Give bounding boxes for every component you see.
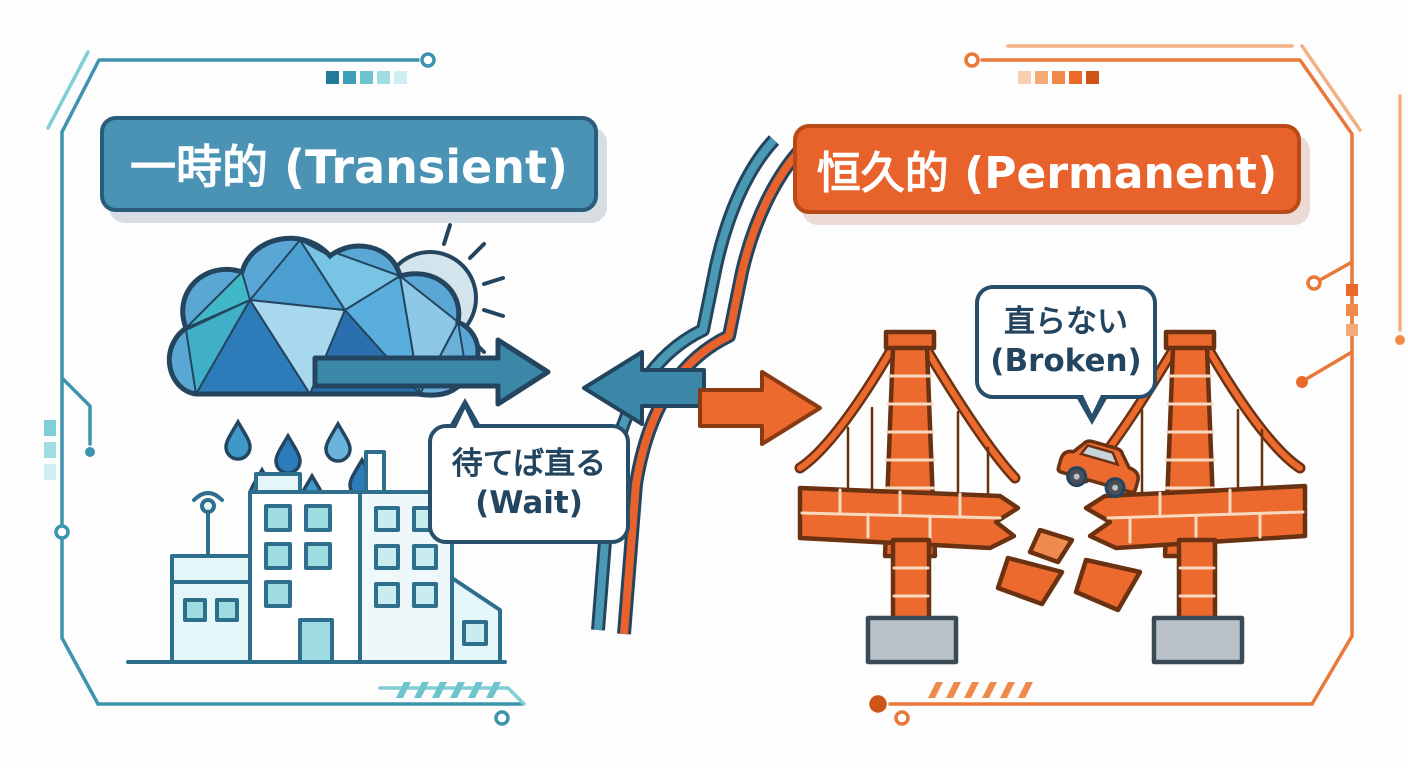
permanent-title-badge: 恒久的 (Permanent) <box>793 124 1301 214</box>
wait-speech-bubble: 待てば直る (Wait) <box>428 398 630 544</box>
broken-bridge-icon <box>794 329 1308 665</box>
circuit-frame-right <box>869 44 1405 726</box>
permanent-title-label: 恒久的 (Permanent) <box>816 148 1278 199</box>
transient-title-badge: 一時的 (Transient) <box>100 116 598 212</box>
circuit-frame-left <box>44 50 526 726</box>
car-icon <box>1056 439 1140 499</box>
transient-title-label: 一時的 (Transient) <box>130 140 568 194</box>
broken-speech-bubble: 直らない (Broken) <box>975 285 1157 425</box>
lightning-divider <box>591 135 808 635</box>
right-arrow-icon <box>698 370 822 446</box>
building-icon <box>126 450 507 664</box>
broken-bubble-line2: (Broken) <box>990 343 1142 379</box>
arrow-through-cloud-icon <box>312 337 551 407</box>
wait-bubble-line1: 待てば直る <box>451 446 607 483</box>
broken-bubble-line1: 直らない <box>1004 304 1128 341</box>
wait-bubble-line2: (Wait) <box>475 485 583 521</box>
